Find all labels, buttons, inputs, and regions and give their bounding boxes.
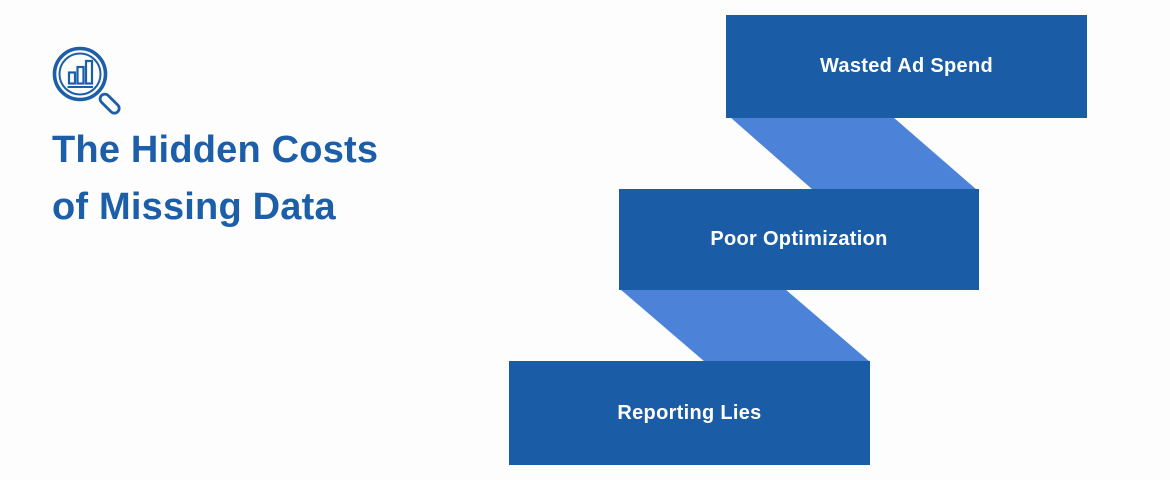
step-box-reporting-lies: Reporting Lies xyxy=(509,361,870,465)
step-label: Reporting Lies xyxy=(617,401,762,424)
page-title: The Hidden Costs of Missing Data xyxy=(52,122,378,236)
connector-top-to-middle xyxy=(730,117,977,190)
step-label: Poor Optimization xyxy=(710,228,888,250)
connector-middle-to-bottom xyxy=(620,289,870,362)
step-label: Wasted Ad Spend xyxy=(819,55,994,77)
step-box-poor-optimization: Poor Optimization xyxy=(619,189,979,290)
magnifier-bar-chart-svg xyxy=(52,46,121,115)
page-title-line-1: The Hidden Costs xyxy=(52,129,379,171)
step-box-wasted-ad-spend: Wasted Ad Spend xyxy=(726,15,1087,118)
page-title-line-2: of Missing Data xyxy=(52,186,336,228)
magnifier-bar-chart-icon xyxy=(48,44,130,128)
